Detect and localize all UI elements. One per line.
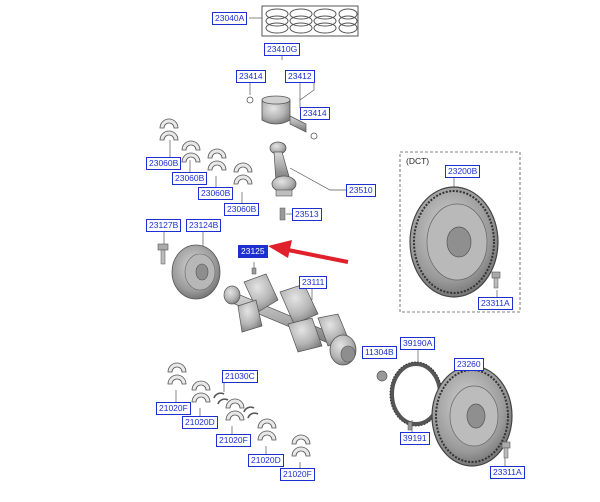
callout-21020D[interactable]: 21020D	[182, 416, 218, 429]
thrust-washers	[213, 392, 259, 419]
damper-pulley	[171, 244, 221, 300]
callout-23510[interactable]: 23510	[346, 184, 376, 197]
callout-23412[interactable]: 23412	[285, 70, 315, 83]
dct-group-box	[399, 151, 521, 313]
bearing-shells-lower	[167, 362, 311, 457]
dct-label: (DCT)	[406, 156, 430, 166]
callout-23060B[interactable]: 23060B	[146, 157, 182, 170]
callout-23040A[interactable]: 23040A	[212, 12, 248, 25]
bearing-shells-upper	[159, 118, 253, 185]
crankshaft	[223, 273, 357, 366]
key-pin	[251, 267, 257, 275]
callout-21030C[interactable]: 21030C	[222, 370, 258, 383]
callout-23124B[interactable]: 23124B	[186, 219, 222, 232]
flywheel-bolt	[501, 441, 511, 459]
callout-21020F-c[interactable]: 21020F	[280, 468, 315, 481]
callout-23410G[interactable]: 23410G	[264, 43, 301, 56]
callout-23260[interactable]: 23260	[454, 358, 484, 371]
callout-23060B-c[interactable]: 23060B	[198, 187, 234, 200]
pulley-bolt	[157, 243, 169, 265]
flywheel	[431, 365, 513, 467]
highlight-arrow	[268, 240, 349, 264]
callout-21020F-b[interactable]: 21020F	[216, 434, 251, 447]
callout-23513[interactable]: 23513	[292, 208, 322, 221]
ring-bolt	[407, 421, 413, 431]
callout-21020F[interactable]: 21020F	[156, 402, 191, 415]
connecting-rod	[269, 141, 297, 221]
callout-39190A[interactable]: 39190A	[400, 337, 436, 350]
dct-flywheel	[409, 186, 499, 298]
callout-23127B[interactable]: 23127B	[146, 219, 182, 232]
callout-23414[interactable]: 23414	[236, 70, 266, 83]
piston	[246, 95, 318, 140]
callout-23125-highlighted[interactable]: 23125	[238, 245, 268, 258]
callout-23111[interactable]: 23111	[299, 276, 328, 289]
leader-lines-lower	[175, 382, 301, 468]
callout-23414-b[interactable]: 23414	[300, 107, 330, 120]
dct-bolt	[491, 271, 501, 289]
callout-23311A[interactable]: 23311A	[478, 297, 513, 310]
callout-23311A-b[interactable]: 23311A	[490, 466, 525, 479]
piston-rings	[261, 5, 359, 37]
callout-23060B-d[interactable]: 23060B	[224, 203, 260, 216]
pilot-bushing	[376, 370, 388, 382]
callout-23060B-b[interactable]: 23060B	[172, 172, 208, 185]
callout-21020D-b[interactable]: 21020D	[248, 454, 284, 467]
callout-23200B[interactable]: 23200B	[445, 165, 481, 178]
callout-11304B[interactable]: 11304B	[362, 346, 397, 359]
callout-39191[interactable]: 39191	[400, 432, 430, 445]
